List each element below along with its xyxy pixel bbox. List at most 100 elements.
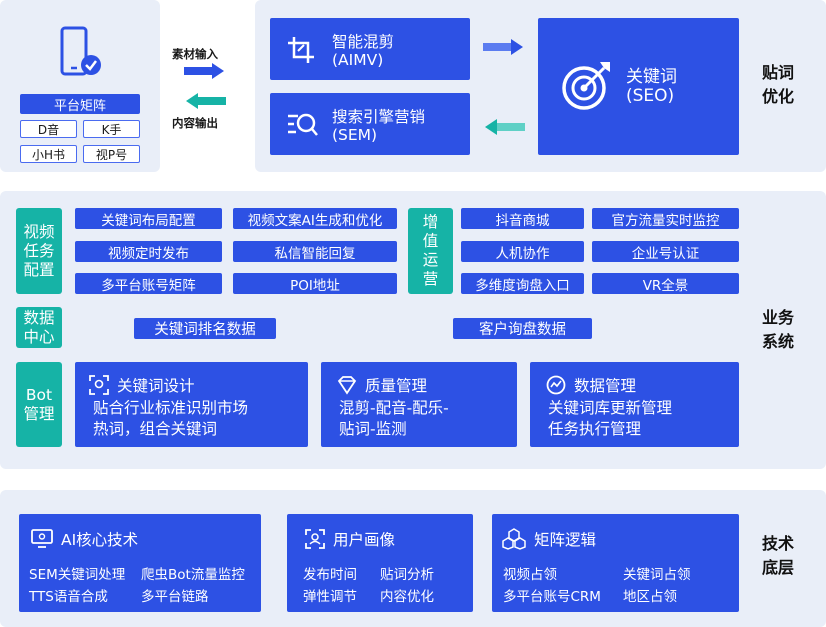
side-label-top: 贴词 优化 xyxy=(762,61,794,109)
value-ops-label: 增值运营 xyxy=(408,208,453,294)
crop-icon xyxy=(286,35,316,65)
bot-label-line1: Bot xyxy=(25,385,53,404)
search-list-icon xyxy=(286,110,318,140)
tech-card-user-title: 用户画像 xyxy=(305,528,395,550)
bot-card-1-body-line1: 贴合行业标准识别市场 xyxy=(93,399,249,417)
tech-card-2-item-3: 弹性调节 xyxy=(303,589,357,605)
tech-card-1-title-text: AI核心技术 xyxy=(61,531,139,549)
bot-card-3-body-line2: 任务执行管理 xyxy=(548,420,642,438)
phone-check-icon xyxy=(58,26,104,78)
sem-name: 搜索引擎营销 xyxy=(332,108,426,126)
arrow-to-seo-icon xyxy=(483,39,525,55)
bot-card-quality: 质量管理 混剪-配音-配乐- 贴词-监测 xyxy=(321,362,517,447)
bot-card-data-title: 数据管理 xyxy=(546,374,636,396)
tech-card-matrix-title: 矩阵逻辑 xyxy=(502,528,596,550)
value-ops-item-6: VR全景 xyxy=(592,273,739,294)
side-label-tech: 技术 底层 xyxy=(762,532,794,580)
tech-card-2-item-1: 发布时间 xyxy=(303,567,357,583)
platform-k: K手 xyxy=(83,120,140,138)
tech-card-2-title-text: 用户画像 xyxy=(333,531,396,549)
data-center-item-2: 客户询盘数据 xyxy=(453,318,592,339)
content-output-label: 内容输出 xyxy=(172,116,218,130)
seo-code: (SEO) xyxy=(626,86,675,106)
bot-card-keyword-design: 关键词设计 贴合行业标准识别市场 热词，组合关键词 xyxy=(75,362,308,447)
value-ops-item-5: 多维度询盘入口 xyxy=(461,273,584,294)
value-ops-item-1: 抖音商城 xyxy=(461,208,584,229)
tech-card-2-item-4: 内容优化 xyxy=(380,589,434,605)
side-label-tech-line2: 底层 xyxy=(762,558,795,577)
bot-card-3-body-line1: 关键词库更新管理 xyxy=(548,399,673,417)
video-task-item-2: 视频文案AI生成和优化 xyxy=(233,208,397,229)
tech-card-1-item-2: 爬虫Bot流量监控 xyxy=(141,567,245,583)
tech-card-2-item-2: 贴词分析 xyxy=(380,567,434,583)
video-task-item-1: 关键词布局配置 xyxy=(75,208,222,229)
video-task-item-5: 多平台账号矩阵 xyxy=(75,273,222,294)
tech-card-3-item-1: 视频占领 xyxy=(503,567,557,583)
data-center-label-text: 数据中心 xyxy=(23,308,55,346)
tech-card-1-item-3: TTS语音合成 xyxy=(29,589,108,605)
tech-card-user: 用户画像 发布时间 贴词分析 弹性调节 内容优化 xyxy=(287,514,473,612)
video-task-item-6: POI地址 xyxy=(233,273,397,294)
tech-card-1-item-4: 多平台链路 xyxy=(141,589,209,605)
bot-label-line2: 管理 xyxy=(23,404,55,423)
tech-card-1-item-1: SEM关键词处理 xyxy=(29,567,126,583)
bot-card-1-title-text: 关键词设计 xyxy=(117,377,195,395)
bot-card-data: 数据管理 关键词库更新管理 任务执行管理 xyxy=(530,362,739,447)
material-input-label: 素材输入 xyxy=(172,47,218,61)
value-ops-label-text: 增值运营 xyxy=(422,213,439,288)
video-task-label: 视频任务配置 xyxy=(16,208,62,294)
side-label-business-line1: 业务 xyxy=(762,308,795,327)
side-label-business: 业务 系统 xyxy=(762,306,794,354)
arrow-from-seo-icon xyxy=(483,119,525,135)
aimv-code: (AIMV) xyxy=(332,51,384,69)
video-task-label-text: 视频任务配置 xyxy=(23,222,55,279)
bot-card-quality-title: 质量管理 xyxy=(337,374,427,396)
hexagon-cluster-icon xyxy=(502,528,526,550)
bot-card-3-title-text: 数据管理 xyxy=(574,377,637,395)
data-center-label: 数据中心 xyxy=(16,307,62,348)
bot-card-1-body-line2: 热词，组合关键词 xyxy=(93,420,218,438)
bot-card-keyword-design-title: 关键词设计 xyxy=(89,374,195,396)
tech-card-matrix: 矩阵逻辑 视频占领 关键词占领 多平台账号CRM 地区占领 xyxy=(492,514,739,612)
seo-box: 关键词 (SEO) xyxy=(538,18,739,155)
value-ops-item-2: 官方流量实时监控 xyxy=(592,208,739,229)
side-label-top-line1: 贴词 xyxy=(762,63,795,82)
tech-card-3-item-4: 地区占领 xyxy=(623,589,677,605)
side-label-top-line2: 优化 xyxy=(762,87,795,106)
scan-face-icon xyxy=(89,375,109,395)
arrow-right-icon xyxy=(184,63,226,79)
tech-card-3-item-2: 关键词占领 xyxy=(623,567,691,583)
platform-d: D音 xyxy=(20,120,77,138)
sem-box: 搜索引擎营销 (SEM) xyxy=(270,93,470,155)
bot-card-1-body: 贴合行业标准识别市场 热词，组合关键词 xyxy=(93,398,248,440)
monitor-icon xyxy=(31,529,53,549)
platform-sp: 视P号 xyxy=(83,145,140,163)
value-ops-item-4: 企业号认证 xyxy=(592,241,739,262)
target-icon xyxy=(560,58,614,112)
aimv-name: 智能混剪 xyxy=(332,33,395,51)
sem-code: (SEM) xyxy=(332,126,378,144)
user-scan-icon xyxy=(305,529,325,549)
bot-card-2-title-text: 质量管理 xyxy=(365,377,428,395)
tech-card-ai: AI核心技术 SEM关键词处理 爬虫Bot流量监控 TTS语音合成 多平台链路 xyxy=(19,514,261,612)
side-label-business-line2: 系统 xyxy=(762,332,795,351)
seo-name: 关键词 xyxy=(626,67,677,87)
platform-xhs: 小H书 xyxy=(20,145,77,163)
chart-circle-icon xyxy=(546,375,566,395)
value-ops-item-3: 人机协作 xyxy=(461,241,584,262)
aimv-box: 智能混剪 (AIMV) xyxy=(270,18,470,80)
tech-card-3-item-3: 多平台账号CRM xyxy=(503,589,601,605)
diamond-icon xyxy=(337,375,357,395)
tech-card-3-title-text: 矩阵逻辑 xyxy=(534,531,597,549)
bot-card-2-body-line1: 混剪-配音-配乐- xyxy=(339,399,449,417)
video-task-item-4: 私信智能回复 xyxy=(233,241,397,262)
bot-label: Bot 管理 xyxy=(16,362,62,447)
platform-matrix-label: 平台矩阵 xyxy=(20,94,140,114)
video-task-item-3: 视频定时发布 xyxy=(75,241,222,262)
bot-card-2-body-line2: 贴词-监测 xyxy=(339,420,407,438)
tech-card-ai-title: AI核心技术 xyxy=(31,528,138,550)
bot-card-3-body: 关键词库更新管理 任务执行管理 xyxy=(548,398,672,440)
side-label-tech-line1: 技术 xyxy=(762,534,795,553)
data-center-item-1: 关键词排名数据 xyxy=(134,318,276,339)
arrow-left-icon xyxy=(184,93,226,109)
